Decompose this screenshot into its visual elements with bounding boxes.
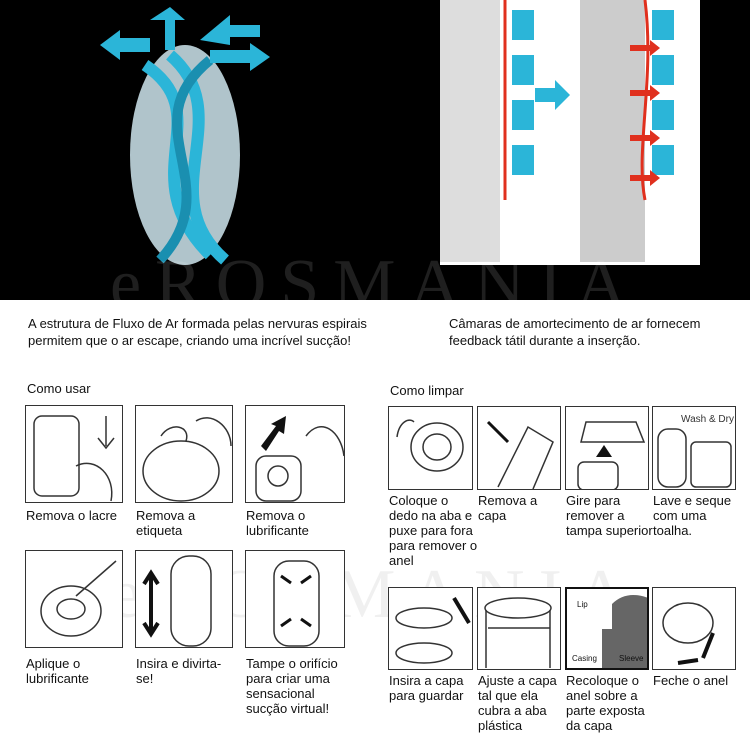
use-step-6-illustration (245, 550, 345, 648)
use-step-3-label: Remova o lubrificante (246, 508, 309, 538)
lip-label: Lip (577, 600, 588, 609)
airflow-caption: A estrutura de Fluxo de Ar formada pelas… (28, 316, 367, 348)
arrow-icons (100, 7, 270, 71)
use-step-2-illustration (135, 405, 233, 503)
clean-step-3-illustration (565, 406, 649, 490)
use-step-5-label: Insira e divirta-se! (136, 656, 222, 686)
how-to-clean-heading: Como limpar (390, 383, 464, 398)
air-chamber-diagram (440, 0, 700, 265)
clean-step-5-illustration (388, 587, 473, 670)
clean-step-5-label: Insira a capa para guardar (389, 673, 464, 703)
arrow-icon (535, 80, 570, 110)
airflow-product-illustration (100, 7, 270, 265)
clean-step-8-illustration (652, 587, 736, 670)
use-step-4-illustration (25, 550, 123, 648)
wash-dry-label: Wash & Dry (681, 414, 734, 425)
clean-step-6-illustration (477, 587, 561, 670)
clean-step-7-label: Recoloque o anel sobre a parte exposta d… (566, 673, 645, 733)
how-to-use-heading: Como usar (27, 381, 91, 396)
clean-step-1-label: Coloque o dedo na aba e puxe para fora p… (389, 493, 478, 568)
clean-step-4-illustration: Wash & Dry (652, 406, 736, 490)
clean-step-1-illustration (388, 406, 473, 490)
clean-step-6-label: Ajuste a capa tal que ela cubra a aba pl… (478, 673, 557, 733)
clean-step-3-label: Gire para remover a tampa superior (566, 493, 653, 538)
sleeve-label: Sleeve (619, 654, 644, 663)
watermark: eROSMANIA (110, 246, 641, 323)
use-step-1-label: Remova o lacre (26, 508, 118, 523)
use-step-2-label: Remova a etiqueta (136, 508, 196, 538)
casing-label: Casing (572, 654, 597, 663)
use-step-3-illustration (245, 405, 345, 503)
chambers-caption: Câmaras de amortecimento de ar fornecem … (449, 316, 701, 348)
hero-banner: eROSMANIA (0, 0, 750, 323)
use-step-6-label: Tampe o orifício para criar uma sensacio… (246, 656, 338, 716)
clean-step-4-label: Lave e seque com uma toalha. (653, 493, 732, 538)
use-step-5-illustration (135, 550, 233, 648)
use-step-1-illustration (25, 405, 123, 503)
clean-step-2-label: Remova a capa (478, 493, 538, 523)
use-step-4-label: Aplique o lubrificante (26, 656, 89, 686)
clean-step-2-illustration (477, 406, 561, 490)
clean-step-8-label: Feche o anel (653, 673, 729, 688)
